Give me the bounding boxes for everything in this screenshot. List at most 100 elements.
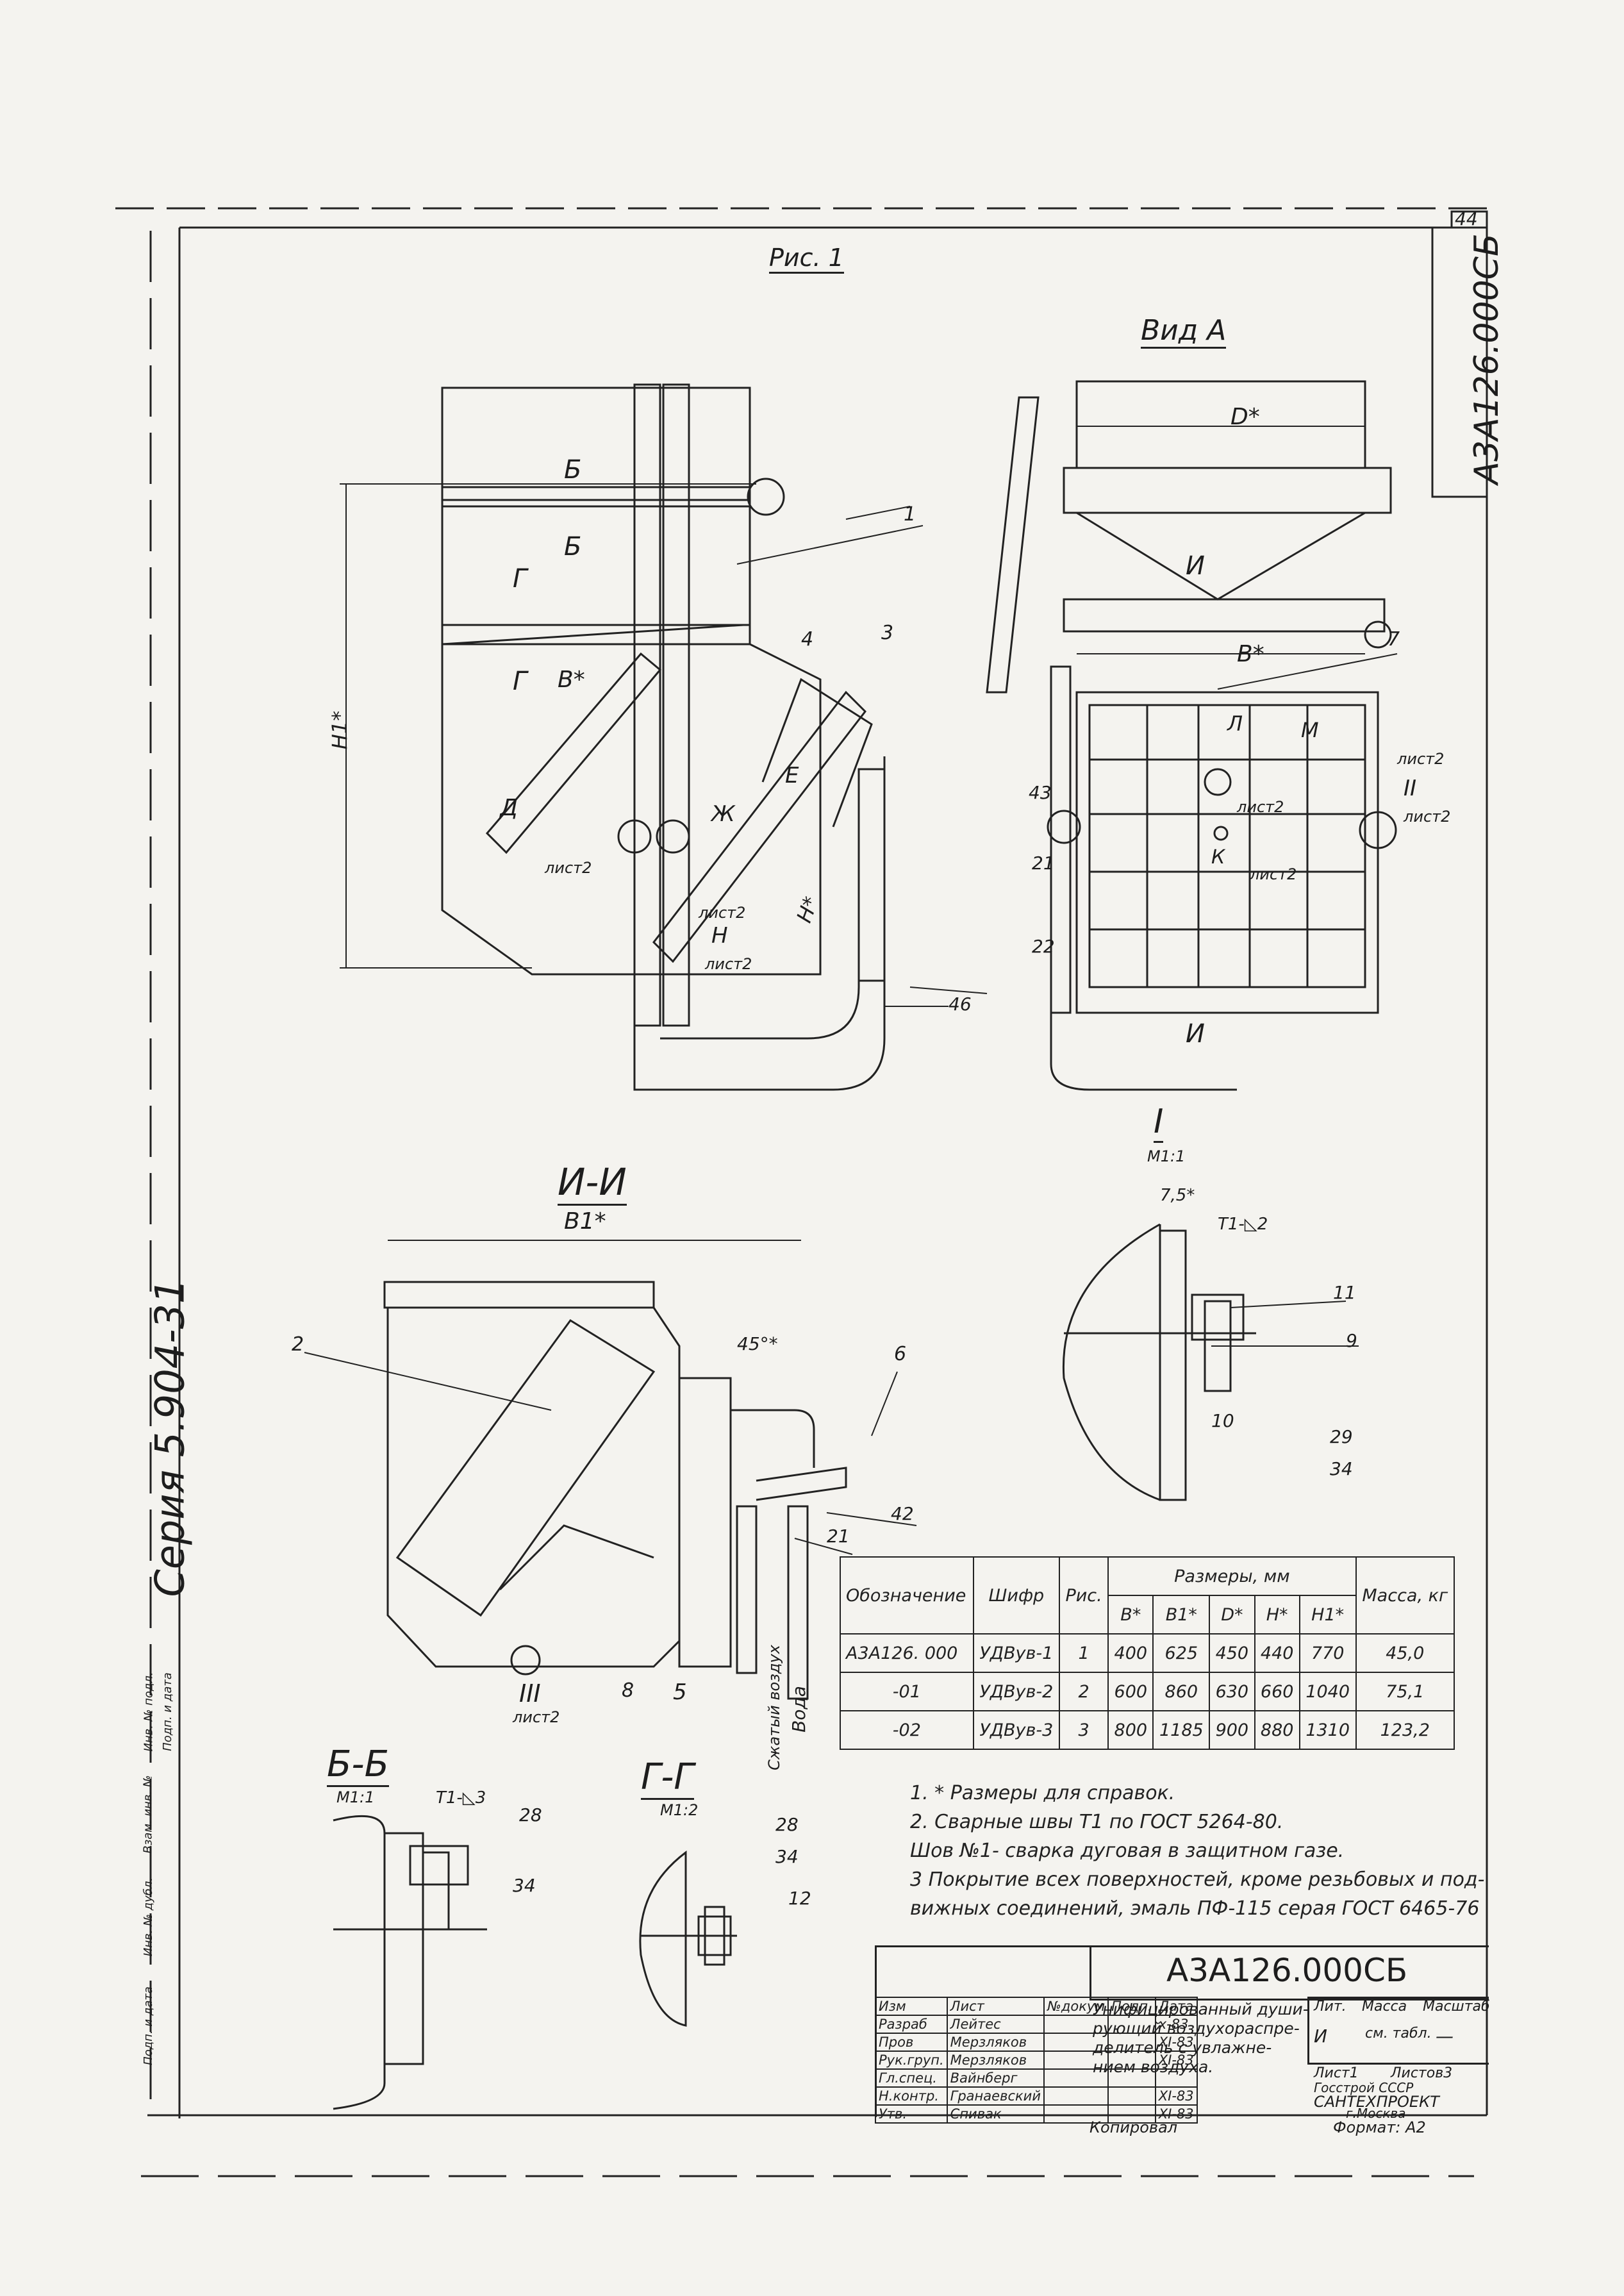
table-cell: 770 [1298, 1633, 1357, 1673]
table-cell: 1 [1059, 1633, 1109, 1673]
mark-sheet2-l: лист2 [1237, 798, 1284, 816]
table-header: Обозначение [840, 1556, 974, 1635]
callout-11: 11 [1333, 1282, 1356, 1303]
sig-cell: Гранаевский [946, 2086, 1045, 2106]
side-stamp-3: Взам. инв. № [141, 1775, 155, 1854]
sig-cell: Пров [875, 2033, 948, 2052]
sig-cell: х-83 [1154, 2015, 1198, 2034]
dimensions-table: Обозначение Шифр Рис. Размеры, мм Масса,… [840, 1556, 1455, 1750]
callout-46: 46 [949, 994, 972, 1015]
note-line: Шов №1- сварка дуговая в защитном газе. [910, 1840, 1345, 1862]
dim-b1-star: B1* [564, 1208, 606, 1235]
sig-cell: Подп. [1107, 1997, 1156, 2016]
callout-28-bb: 28 [519, 1804, 542, 1826]
callout-21-a: 21 [1032, 853, 1055, 874]
table-cell: 800 [1107, 1710, 1154, 1750]
sig-cell [1043, 2033, 1109, 2052]
title-line: рующий воздухораспре- [1093, 2019, 1300, 2038]
table-cell: 860 [1152, 1672, 1211, 1711]
mark-i-bottom: И [1186, 1019, 1205, 1049]
title-lit-col [1307, 1997, 1489, 2065]
table-cell: 1310 [1298, 1710, 1357, 1750]
title-code-cell [1090, 1945, 1489, 2001]
section-ii-title: И-И [558, 1160, 627, 1206]
title-sheets: Листов3 [1391, 2065, 1453, 2081]
title-line: Унифицированный души- [1093, 2000, 1309, 2018]
table-header: Размеры, мм [1107, 1556, 1357, 1596]
side-stamp-4: Инв. № дубл. [142, 1877, 156, 1957]
table-cell: 1185 [1152, 1710, 1211, 1750]
table-subheader: D* [1209, 1595, 1255, 1635]
mark-sheet2-iii: лист2 [513, 1708, 560, 1726]
title-org-line: г.Москва [1346, 2106, 1406, 2121]
side-stamp-5: Подп. и дата [141, 1986, 155, 2065]
table-cell: 2 [1059, 1672, 1109, 1711]
sig-cell: №докум [1043, 1997, 1109, 2016]
dim-h1-star: H1* [327, 710, 352, 750]
section-bb-view [333, 1815, 487, 2110]
detail-i-scale: М1:1 [1147, 1147, 1186, 1165]
callout-21-b: 21 [827, 1526, 850, 1547]
dim-weld-bb: Т1-◺3 [436, 1788, 486, 1808]
sig-cell [1107, 2068, 1156, 2088]
callout-22: 22 [1032, 936, 1055, 957]
mark-k: К [1211, 846, 1225, 869]
callout-3: 3 [881, 622, 894, 644]
copied-by: Копировал [1090, 2118, 1178, 2136]
callout-29: 29 [1330, 1426, 1353, 1447]
callout-9: 9 [1346, 1330, 1357, 1351]
table-cell: 123,2 [1355, 1710, 1455, 1750]
sig-cell [1043, 2051, 1109, 2070]
table-cell: УДВув-3 [972, 1710, 1061, 1750]
callout-7: 7 [1388, 628, 1400, 651]
sig-cell [1043, 2068, 1109, 2088]
section-bb-scale: М1:1 [336, 1788, 375, 1806]
sig-cell [1043, 2086, 1109, 2106]
dim-d-star: D* [1230, 404, 1260, 430]
sig-cell: Лист [946, 1997, 1045, 2016]
title-code: А3А126.000СБ [1166, 1952, 1408, 1989]
page-number: 44 [1455, 208, 1478, 229]
table-subheader: H1* [1298, 1595, 1357, 1635]
mark-sheet2-n: лист2 [705, 955, 752, 973]
table-subheader: H* [1254, 1595, 1300, 1635]
mark-sheet2-m: лист2 [1397, 750, 1445, 768]
table-cell: А3А126. 000 [840, 1633, 974, 1673]
sig-cell [1107, 2051, 1156, 2070]
side-drawing-code: А3А126.000СБ [1468, 233, 1506, 485]
table-row: -02 УДВув-3 3 800 1185 900 880 1310 123,… [840, 1710, 1455, 1750]
mark-b-top: Б [564, 455, 582, 485]
table-cell: 880 [1254, 1710, 1300, 1750]
sig-cell: Рук.груп. [875, 2051, 948, 2070]
detail-i-title: I [1154, 1102, 1164, 1143]
table-cell: 45,0 [1355, 1633, 1455, 1673]
title-line: нием воздуха. [1093, 2058, 1214, 2076]
sig-cell: Мерзляков [946, 2051, 1045, 2070]
callout-10: 10 [1211, 1410, 1234, 1431]
table-header: Шифр [972, 1556, 1061, 1635]
sig-cell: Н.контр. [875, 2086, 948, 2106]
mark-sheet2-k: лист2 [1250, 865, 1297, 883]
title-mass-value: см. табл. [1365, 2026, 1432, 2042]
mark-zh: Ж [711, 801, 735, 827]
table-cell: -02 [840, 1710, 974, 1750]
mark-i-top: И [1186, 551, 1205, 581]
table-cell: 450 [1209, 1633, 1255, 1673]
table-cell: 440 [1254, 1633, 1300, 1673]
table-header: Рис. [1059, 1556, 1109, 1635]
note-line: вижных соединений, эмаль ПФ-115 серая ГО… [910, 1897, 1480, 1920]
sig-cell [1043, 2104, 1109, 2124]
title-org-line: Госстрой СССР [1314, 2080, 1414, 2095]
table-cell: 630 [1209, 1672, 1255, 1711]
table-cell: 900 [1209, 1710, 1255, 1750]
sig-cell: Спивак [946, 2104, 1045, 2124]
section-ii-view [383, 1240, 847, 1700]
table-cell: 3 [1059, 1710, 1109, 1750]
title-lit-header: Лит. [1314, 1999, 1346, 2015]
view-a [986, 380, 1397, 1091]
callout-43: 43 [1029, 782, 1052, 803]
mark-g-bottom: Г [513, 667, 527, 696]
sig-cell [1043, 2015, 1109, 2034]
